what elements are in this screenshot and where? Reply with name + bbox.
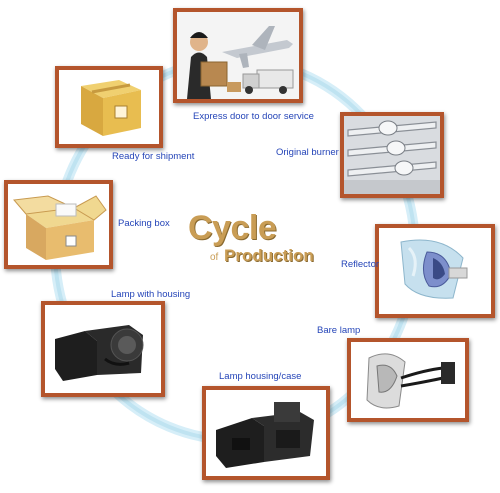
- cycle-title-of: of: [210, 252, 219, 263]
- stage-label-housing-case: Lamp housing/case: [219, 371, 302, 382]
- bare-lamp-image: [347, 338, 469, 422]
- lamp-with-housing-image: [41, 301, 165, 397]
- stage-label-with-housing: Lamp with housing: [111, 289, 191, 300]
- stage-label-ready: Ready for shipment: [112, 151, 195, 162]
- cycle-title: Cycle: [188, 209, 277, 247]
- packing-box-image: [4, 180, 113, 269]
- stage-label-express: Express door to door service: [193, 111, 314, 122]
- ready-for-shipment-image: [55, 66, 163, 148]
- original-burner-image: [340, 112, 444, 198]
- lamp-housing-case-image: [202, 386, 330, 480]
- stage-label-reflector: Reflector: [341, 259, 380, 270]
- stage-label-burner: Original burner: [276, 147, 339, 158]
- cycle-title-production: Production: [224, 246, 314, 265]
- express-service-image: [173, 8, 303, 103]
- reflector-image: [375, 224, 495, 318]
- stage-label-packing: Packing box: [118, 218, 170, 229]
- stage-label-bare-lamp: Bare lamp: [317, 325, 361, 336]
